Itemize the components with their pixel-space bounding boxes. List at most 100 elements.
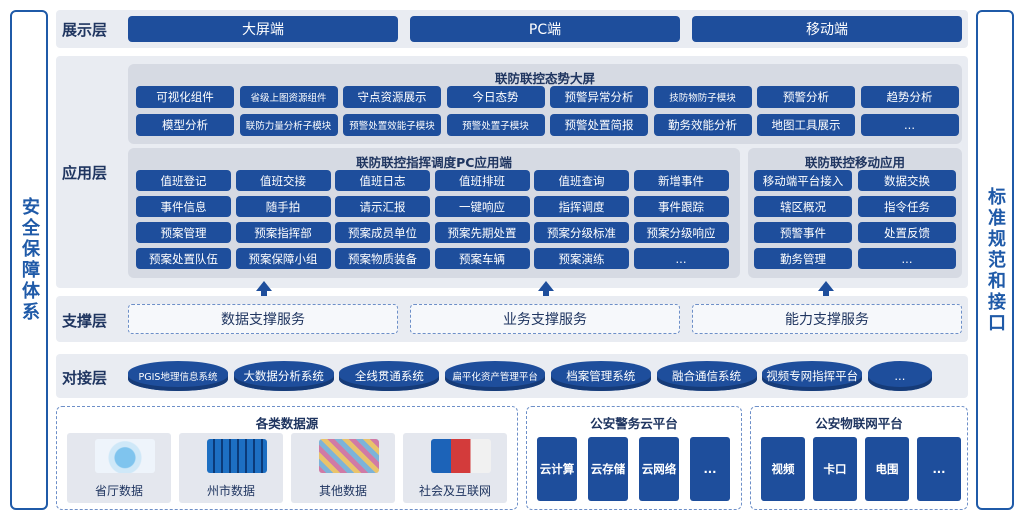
iot-checkpoint-item: 卡口	[813, 437, 857, 501]
source-card-internet: 社会及互联网	[403, 433, 507, 503]
interface-system-cylinder: 融合通信系统	[656, 361, 757, 391]
pc-function-button[interactable]: 一键响应	[434, 196, 530, 217]
cloud-network-item: 云网络	[639, 437, 679, 501]
interface-system-cylinder: PGIS地理信息系统	[128, 361, 228, 391]
standards-interface-rail: 标准规范和接口	[976, 10, 1014, 510]
screen-module-button[interactable]: 技防物防子模块	[653, 86, 752, 108]
mobile-function-button[interactable]: 数据交换	[858, 170, 956, 191]
iot-more-item: ...	[917, 437, 961, 501]
mobile-function-button[interactable]: 辖区概况	[754, 196, 852, 217]
source-card-label: 其他数据	[318, 484, 367, 498]
mobile-app-panel: 联防联控移动应用 移动端平台接入数据交换辖区概况指令任务预警事件处置反馈勤务管理…	[748, 148, 962, 278]
support-layer: 支撑层 数据支撑服务 业务支撑服务 能力支撑服务	[56, 296, 968, 342]
screen-module-button[interactable]: 预警处置子模块	[446, 114, 545, 136]
interface-system-cylinder: 大数据分析系统	[233, 361, 334, 391]
pc-function-button[interactable]: 值班日志	[335, 170, 430, 191]
mobile-function-button[interactable]: ...	[858, 248, 956, 269]
situation-screen-panel: 联防联控态势大屏 可视化组件省级上图资源组件守点资源展示今日态势预警异常分析技防…	[128, 64, 962, 144]
iot-video-item: 视频	[761, 437, 805, 501]
police-cloud-box: 公安警务云平台 云计算 云存储 云网络 ...	[526, 406, 742, 510]
mobile-function-button[interactable]: 指令任务	[858, 196, 956, 217]
data-sources-box: 各类数据源 省厅数据 州市数据 其他数据 社会及互联网	[56, 406, 518, 510]
interface-system-cylinder: 扁平化资产管理平台	[445, 361, 546, 391]
pc-function-button[interactable]: 预案物质装备	[335, 248, 430, 269]
screen-module-button[interactable]: 预警处置效能子模块	[343, 114, 441, 136]
data-support-service: 数据支撑服务	[128, 304, 398, 334]
mobile-function-button[interactable]: 预警事件	[754, 222, 852, 243]
mobile-function-button[interactable]: 勤务管理	[754, 248, 852, 269]
screen-module-button[interactable]: 联防力量分析子模块	[239, 114, 338, 136]
security-system-label: 安全保障体系	[19, 197, 40, 323]
support-layer-label: 支撑层	[62, 312, 108, 330]
pc-function-button[interactable]: 预案车辆	[434, 248, 530, 269]
cloud-computing-item: 云计算	[537, 437, 577, 501]
pc-function-button[interactable]: 指挥调度	[534, 196, 629, 217]
source-card-label: 省厅数据	[94, 484, 143, 498]
screen-module-button[interactable]: 地图工具展示	[757, 114, 855, 136]
arrow-up-icon	[818, 281, 834, 298]
pc-function-button[interactable]: 预案演练	[534, 248, 629, 269]
pc-function-button[interactable]: 值班排班	[434, 170, 530, 191]
iot-platform-box: 公安物联网平台 视频 卡口 电围 ...	[750, 406, 968, 510]
screen-module-button[interactable]: 模型分析	[136, 114, 234, 136]
screen-module-button[interactable]: 守点资源展示	[343, 86, 441, 108]
screen-module-button[interactable]: 今日态势	[446, 86, 545, 108]
business-support-service: 业务支撑服务	[410, 304, 680, 334]
misc-data-image	[319, 439, 379, 473]
display-big-screen[interactable]: 大屏端	[128, 16, 398, 42]
display-mobile[interactable]: 移动端	[692, 16, 962, 42]
iot-platform-title: 公安物联网平台	[815, 416, 903, 431]
interface-system-cylinder: ...	[867, 361, 932, 391]
screen-module-button[interactable]: 预警处置简报	[550, 114, 648, 136]
pc-function-button[interactable]: 预案分级标准	[534, 222, 629, 243]
interface-layer-label: 对接层	[62, 369, 108, 387]
pc-function-button[interactable]: 新增事件	[633, 170, 729, 191]
source-card-label: 社会及互联网	[418, 484, 491, 498]
data-wall-image	[207, 439, 267, 473]
arrow-up-icon	[538, 281, 554, 298]
pc-function-button[interactable]: 预案成员单位	[335, 222, 430, 243]
iot-fence-item: 电围	[865, 437, 909, 501]
mobile-function-button[interactable]: 处置反馈	[858, 222, 956, 243]
pc-function-button[interactable]: 预案管理	[136, 222, 231, 243]
cloud-more-item: ...	[690, 437, 730, 501]
screen-module-button[interactable]: 省级上图资源组件	[239, 86, 338, 108]
interface-system-cylinder: 档案管理系统	[550, 361, 651, 391]
source-card-city: 州市数据	[179, 433, 283, 503]
cloud-storage-item: 云存储	[588, 437, 628, 501]
screen-module-button[interactable]: 趋势分析	[860, 86, 959, 108]
screen-module-button[interactable]: 预警分析	[757, 86, 855, 108]
screen-module-button[interactable]: 勤务效能分析	[653, 114, 752, 136]
pc-function-button[interactable]: 事件信息	[136, 196, 231, 217]
source-card-province: 省厅数据	[67, 433, 171, 503]
screen-module-button[interactable]: ...	[860, 114, 959, 136]
application-layer-label: 应用层	[62, 164, 108, 182]
pc-app-title: 联防联控指挥调度PC应用端	[356, 155, 512, 170]
display-layer-label: 展示层	[62, 21, 108, 39]
screen-module-button[interactable]: 预警异常分析	[550, 86, 648, 108]
pc-function-button[interactable]: 值班交接	[235, 170, 331, 191]
situation-screen-title: 联防联控态势大屏	[494, 71, 595, 86]
data-sources-title: 各类数据源	[255, 416, 319, 431]
pc-function-button[interactable]: 预案先期处置	[434, 222, 530, 243]
cloud-data-image	[95, 439, 155, 473]
display-pc[interactable]: PC端	[410, 16, 680, 42]
source-card-other: 其他数据	[291, 433, 395, 503]
display-layer: 展示层 大屏端 PC端 移动端	[56, 10, 968, 48]
pc-function-button[interactable]: 随手拍	[235, 196, 331, 217]
pc-function-button[interactable]: 请示汇报	[335, 196, 430, 217]
pc-function-button[interactable]: 值班查询	[534, 170, 629, 191]
standards-interface-label: 标准规范和接口	[985, 186, 1006, 334]
pc-function-button[interactable]: 预案处置队伍	[136, 248, 231, 269]
pc-function-button[interactable]: 事件跟踪	[633, 196, 729, 217]
pc-function-button[interactable]: ...	[633, 248, 729, 269]
arrow-up-icon	[256, 281, 272, 298]
source-card-label: 州市数据	[206, 484, 255, 498]
pc-function-button[interactable]: 预案分级响应	[633, 222, 729, 243]
security-system-rail: 安全保障体系	[10, 10, 48, 510]
pc-function-button[interactable]: 值班登记	[136, 170, 231, 191]
mobile-function-button[interactable]: 移动端平台接入	[754, 170, 852, 191]
screen-module-button[interactable]: 可视化组件	[136, 86, 234, 108]
pc-function-button[interactable]: 预案保障小组	[235, 248, 331, 269]
pc-function-button[interactable]: 预案指挥部	[235, 222, 331, 243]
